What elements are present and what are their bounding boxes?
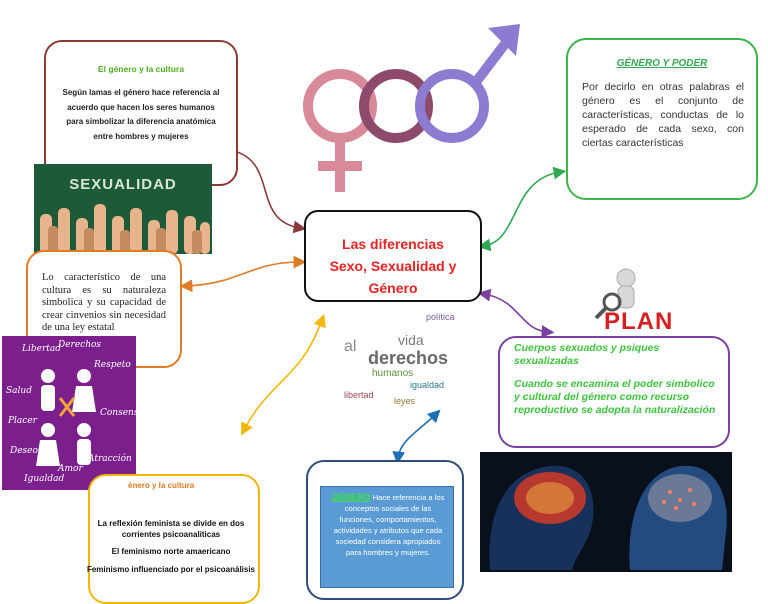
central-title-line: Las diferencias — [342, 236, 444, 252]
arrow-caract-central — [179, 255, 307, 293]
card-heading: énero y la cultura — [128, 481, 195, 490]
card-body-line: El feminismo norte amaericano — [111, 547, 231, 556]
card-genero-definicion: GÉNERO Hace referencia a los conceptos s… — [306, 460, 464, 600]
card-body: GÉNERO Hace referencia a los conceptos s… — [327, 492, 449, 558]
plan-image: PLAN — [588, 262, 688, 338]
cloud-word: igualdad — [410, 380, 445, 390]
card-body-line: Feminismo influenciado por el psicoanáli… — [86, 565, 256, 574]
central-topic: Las diferencias Sexo, Sexualidad y Géner… — [304, 210, 482, 302]
derechos-word: Respeto — [94, 360, 131, 370]
cloud-word: política — [426, 312, 455, 322]
brains-image — [480, 452, 732, 572]
sexualidad-chalk-word: SEXUALIDAD — [69, 176, 177, 193]
word-cloud-image: derechos vida humanos libertad al iguald… — [338, 308, 468, 412]
definition-box: GÉNERO Hace referencia a los conceptos s… — [320, 486, 454, 588]
genero-label: GÉNERO — [331, 492, 371, 502]
card-body: Según lamas el género hace referencia al… — [62, 88, 220, 141]
card-title: El género y la cultura — [98, 64, 184, 74]
arrow-genero-wordcloud — [392, 409, 441, 465]
people-icon — [36, 369, 96, 466]
sexualidad-image: SEXUALIDAD — [34, 164, 212, 254]
card-body: Lo característico de una cultura es su n… — [42, 272, 166, 333]
derechos-image: Libertad Derechos Respeto Salud Placer C… — [2, 336, 136, 490]
card-body-line: Cuando se encamina el poder simbolico y … — [514, 378, 716, 416]
raised-hands-icon — [40, 204, 210, 254]
derechos-word: Derechos — [58, 340, 102, 350]
cloud-word: derechos — [368, 348, 449, 368]
cloud-word: vida — [398, 332, 424, 348]
card-cuerpos-sexuados: Cuerpos sexuados y psiques sexualizadas … — [498, 336, 730, 448]
definition-text: Hace referencia a los conceptos sociales… — [333, 493, 445, 557]
arrow-cuerpos-central — [477, 288, 555, 338]
cloud-word: libertad — [344, 390, 374, 400]
card-body: Por decirlo en otras palabras el género … — [582, 81, 744, 149]
card-genero-poder: GÉNERO Y PODER Por decirlo en otras pala… — [566, 38, 758, 200]
cloud-word: humanos — [372, 368, 414, 379]
cloud-word: leyes — [394, 396, 416, 406]
derechos-word: Placer — [8, 416, 37, 426]
card-title: GÉNERO Y PODER — [616, 58, 708, 69]
derechos-word: Igualdad — [24, 474, 65, 484]
central-title-line: Género — [368, 280, 418, 296]
central-title: Las diferencias Sexo, Sexualidad y Géner… — [312, 233, 474, 299]
derechos-word: Consenso — [100, 408, 136, 418]
brain-heads-icon — [489, 465, 727, 570]
cloud-word: al — [344, 338, 357, 355]
derechos-word: Libertad — [22, 344, 61, 354]
plan-word: PLAN — [604, 308, 674, 335]
card-feminismo: énero y la cultura La reflexión feminist… — [86, 474, 260, 604]
derechos-word: Deseo — [10, 446, 38, 456]
figure-with-magnifier-icon — [594, 268, 636, 320]
card-body-line: La reflexión feminista se divide en dos … — [97, 519, 245, 539]
derechos-word: Amor — [58, 464, 83, 474]
derechos-word: Atracción — [88, 454, 132, 464]
arrow-poder-central — [477, 166, 567, 252]
card-body-line: Cuerpos sexuados y psiques sexualizadas — [514, 342, 660, 367]
gender-symbols-image — [303, 24, 520, 192]
arrow-cultura-central — [229, 149, 307, 234]
arrow-feminismo-central — [241, 313, 326, 436]
central-title-line: Sexo, Sexualidad y — [329, 258, 457, 274]
derechos-word: Salud — [6, 386, 32, 396]
